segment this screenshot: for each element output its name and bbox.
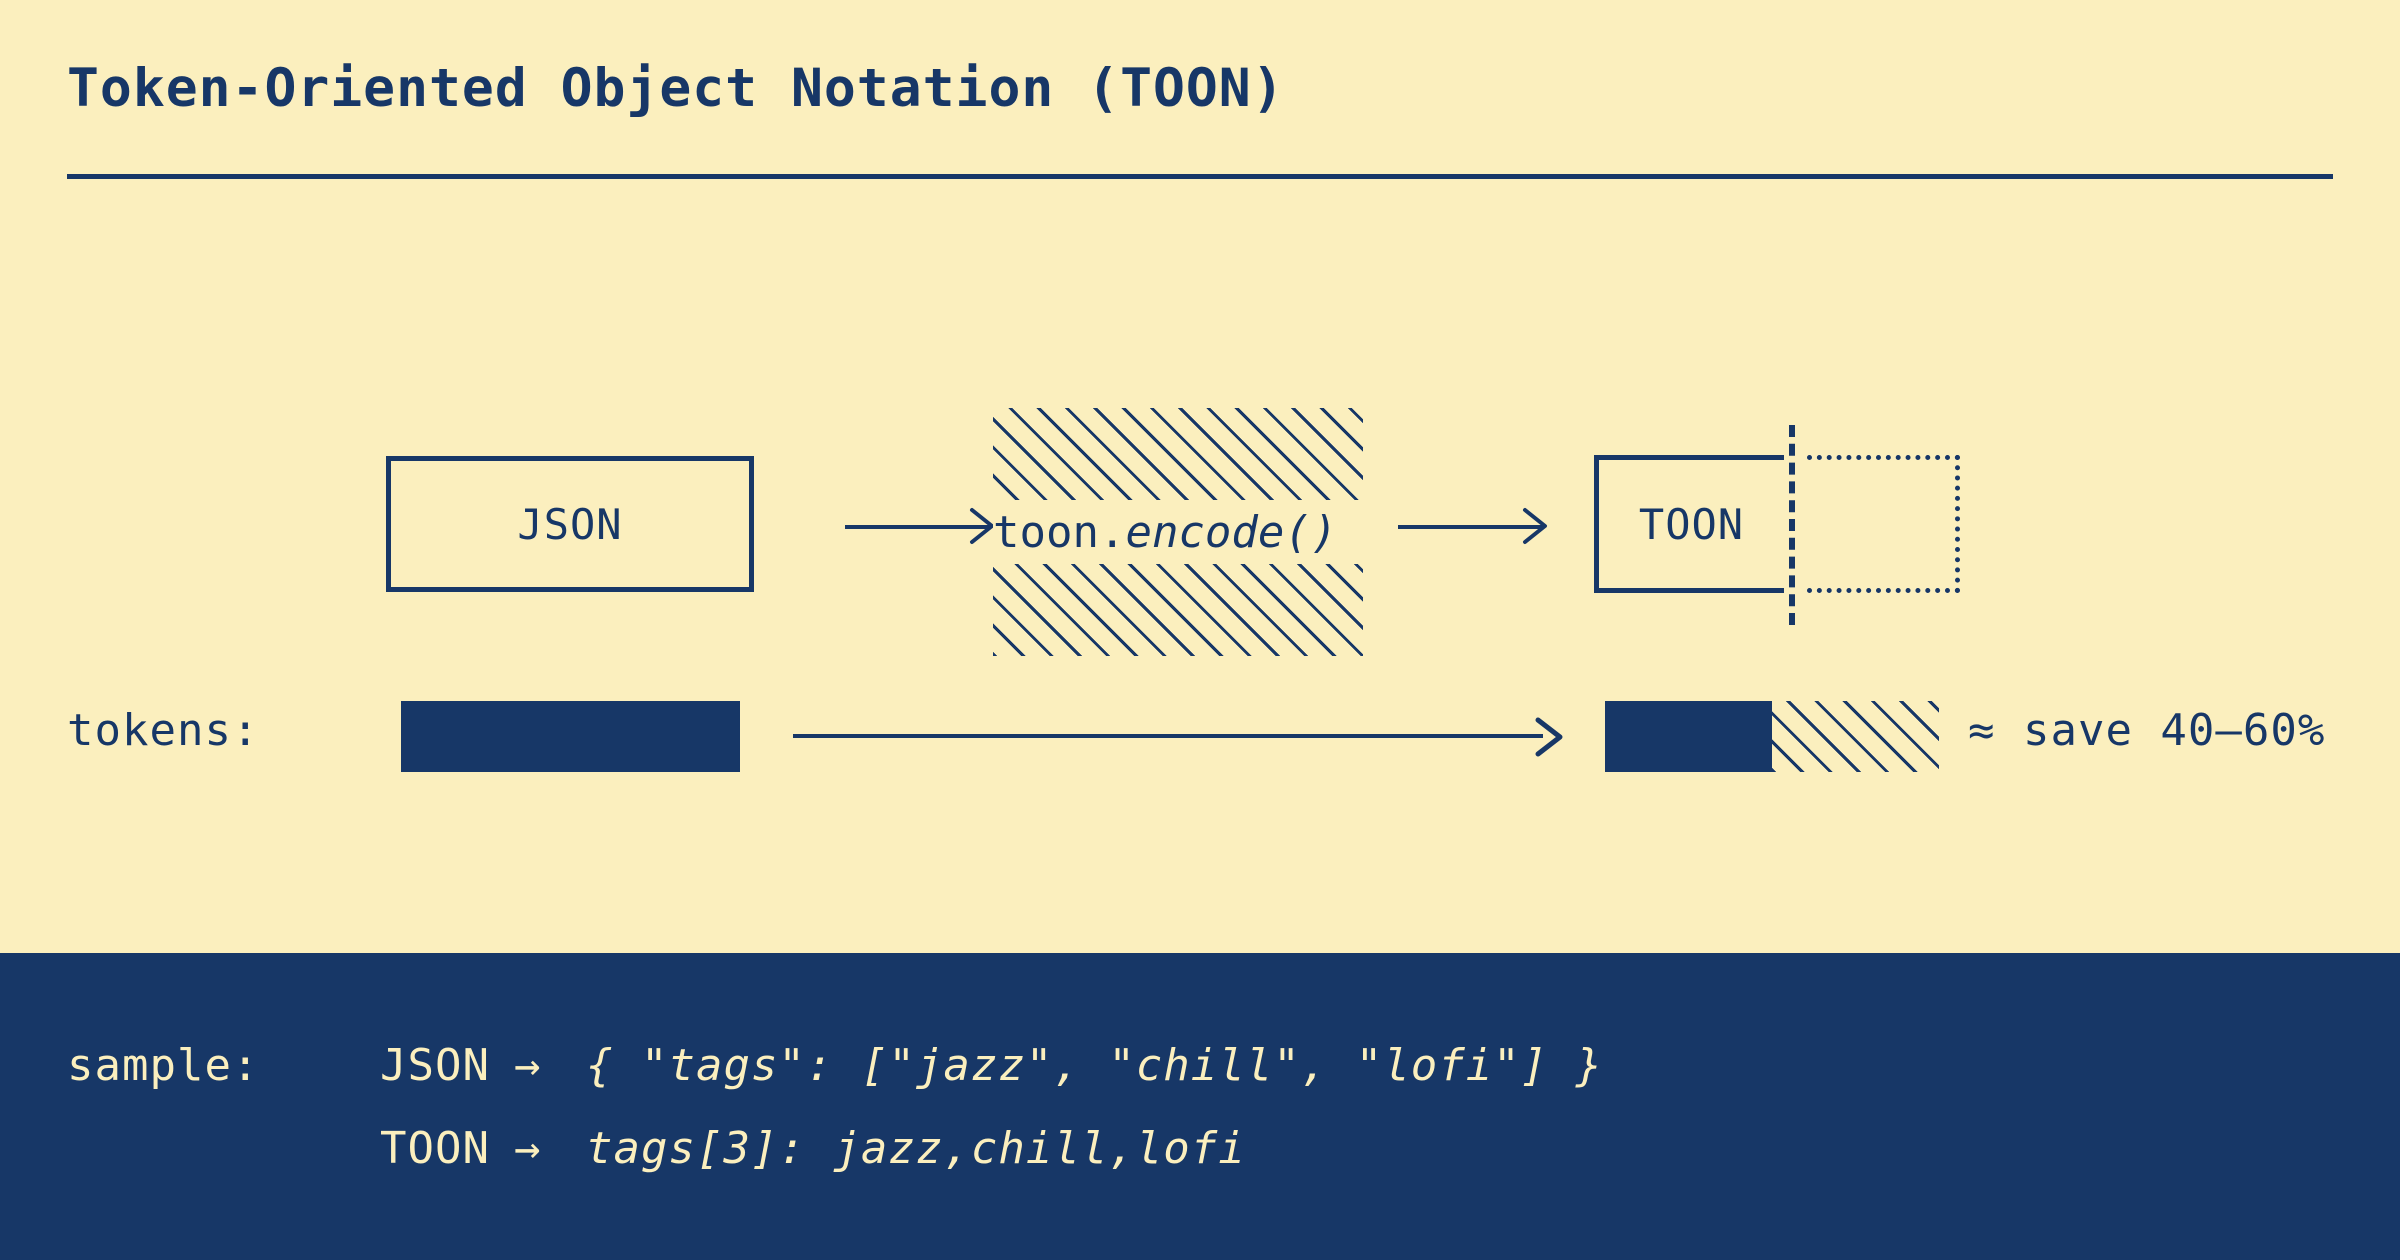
sample-row-toon-code: tags[3]: jazz,chill,lofi [586,1123,1246,1174]
sample-row-json-code: { "tags": ["jazz", "chill", "lofi"] } [586,1040,1604,1091]
encode-hatch-upper [993,408,1363,506]
sample-row-toon: TOON → tags[3]: jazz,chill,lofi [380,1123,1246,1174]
toon-box-divider [1789,425,1795,625]
encode-function-label: toon.encode() [993,500,1363,564]
tokens-bar-toon-used [1605,701,1772,772]
title-divider [67,174,2333,179]
tokens-bar-json [401,701,740,772]
tokens-arrow-head [1530,715,1574,763]
tokens-arrow-shaft [793,734,1543,738]
arrow-json-to-encode-shaft [845,525,990,529]
page-title: Token-Oriented Object Notation (TOON) [67,58,1285,119]
arrow-encode-to-toon-shaft [1398,525,1543,529]
toon-target-box-label: TOON [1638,499,1745,549]
sample-row-toon-format: TOON [380,1123,490,1174]
json-source-box-label: JSON [517,499,623,549]
encode-hatch-lower [993,558,1363,656]
sample-band [0,953,2400,1260]
sample-label: sample: [67,1040,260,1091]
sample-row-json: JSON → { "tags": ["jazz", "chill", "lofi… [380,1040,1603,1091]
encode-label-call: encode() [1125,506,1338,558]
sample-row-toon-arrow-icon: → [514,1123,542,1174]
sample-row-json-format: JSON [380,1040,490,1091]
savings-annotation: ≈ save 40–60% [1968,705,2326,756]
toon-target-box: TOON [1594,455,1784,593]
json-source-box: JSON [386,456,754,592]
encode-label-namespace: toon. [993,506,1126,558]
toon-saved-space-box [1807,455,1960,593]
tokens-bar-toon-saved [1772,701,1939,772]
tokens-row-label: tokens: [67,705,260,756]
sample-row-json-arrow-icon: → [514,1040,542,1091]
